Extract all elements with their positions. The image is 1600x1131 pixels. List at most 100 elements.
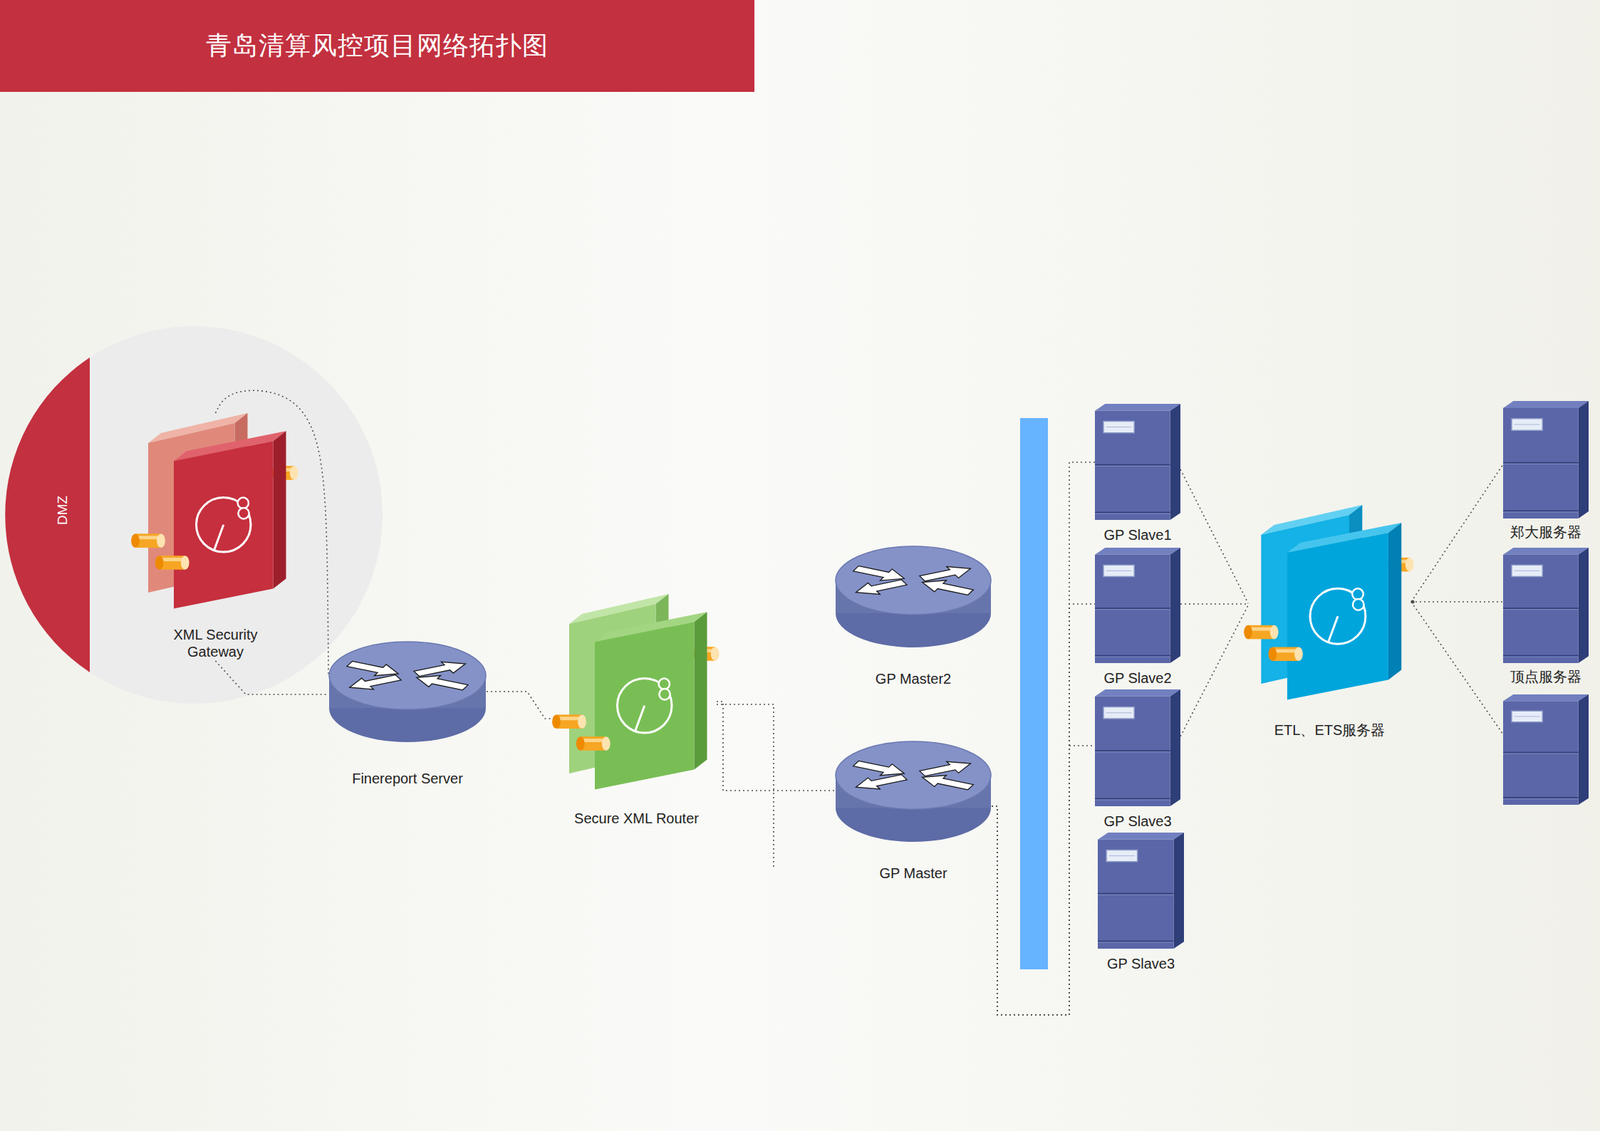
server-top [1094,403,1181,412]
router-node: GP Master2 [834,545,992,689]
server-groove [1097,941,1174,943]
pin-end [289,465,299,481]
gauge-needle [634,705,644,732]
pin-end [1405,557,1415,573]
server-node: GP Slave3 [1094,689,1181,831]
server-groove-light [1503,609,1579,610]
server-groove [1503,607,1579,610]
pin-end [601,736,611,751]
server-groove [1503,510,1579,512]
server-groove-light [1503,753,1579,755]
server-front [1097,839,1174,949]
router-top [329,641,486,710]
router-node: Finereport Server [328,641,487,788]
server-panel [1103,564,1135,577]
server-panel-line [1109,855,1135,857]
server-front [1503,554,1579,664]
router-arrow [849,771,911,793]
server-node: 郑大服务器 [1503,401,1589,542]
gauge-knob [1352,599,1365,611]
slab-icon [556,594,717,794]
router-icon [328,641,487,744]
server-groove [1094,798,1171,800]
router-arrow [849,757,911,780]
server-symbol [1503,694,1589,805]
pin-end [156,533,166,548]
server-node: GP Slave1 [1094,403,1181,545]
server-panel [1511,418,1543,431]
bus-bar [1020,418,1048,970]
gauge-needle [1327,616,1338,643]
server-groove [1097,893,1174,895]
device-label: GP Slave2 [1102,668,1173,688]
pin-end [1270,625,1279,640]
pin-tip [1243,625,1253,640]
server-groove [1503,462,1579,464]
router-arrow [410,671,471,694]
gauge-ring [196,497,252,553]
pin-tip [155,555,164,570]
gauge-knob [237,507,249,519]
server-side [1578,694,1589,805]
server-groove-light [1503,798,1579,800]
dotted-connector [716,701,835,791]
server-panel [1103,421,1135,433]
router-arrow [916,771,977,793]
server-groove-light [1503,511,1579,513]
server-groove-light [1503,656,1579,658]
router-arrow [916,562,977,585]
device-label: GP Slave3 [1102,812,1173,831]
server-icon [1094,403,1181,521]
router-arrow [410,658,471,680]
server-groove [1503,797,1579,799]
server-front [1503,408,1579,519]
server-panel [1511,564,1543,577]
server-panel [1103,707,1135,719]
server-icon [1094,547,1181,664]
gauge-ring [1310,588,1366,644]
server-node: GP Slave3 [1097,832,1184,974]
server-icon [1503,401,1589,519]
dotted-connector [991,745,1095,1016]
device-label: XML Security Gateway [160,625,271,662]
server-groove-light [1094,609,1171,610]
slab-front [594,621,695,790]
dotted-connector [1180,469,1249,604]
device-label: Secure XML Router [572,809,701,828]
title-text: 青岛清算风控项目网络拓扑图 [205,28,549,64]
dmz-band [4,357,90,673]
router-top [835,741,991,810]
security-gateway: XML Security Gateway [135,413,296,662]
router-arrow [849,577,911,599]
server-groove-light [1097,942,1174,944]
pin-end [577,714,587,729]
server-top [1503,401,1589,409]
server-side [1170,547,1181,664]
dotted-wire [1411,601,1504,735]
server-side [1173,832,1184,949]
server-top [1094,689,1181,697]
server-groove-light [1094,465,1171,467]
dotted-wire [716,704,774,868]
server-icon [1094,689,1181,807]
server-node: GP Slave2 [1094,547,1181,688]
device-label: ETL、ETS服务器 [1273,720,1387,740]
server-groove-light [1097,894,1174,896]
gauge-knob [237,497,249,509]
server-groove [1503,752,1579,754]
gauge-knob [658,678,670,690]
server-icon [1097,832,1184,949]
dotted-connector [1180,603,1249,605]
slab-front [1287,532,1389,700]
server-panel-line [1514,570,1541,572]
router-arrows [343,658,471,694]
server-groove-light [1094,751,1171,753]
server-groove [1094,655,1171,657]
slab-side [694,611,708,770]
pin-end [710,646,720,662]
router-icon [834,740,992,843]
server-groove-light [1094,513,1171,515]
router-arrow [849,562,911,585]
pin-tip [1268,646,1277,662]
server-panel-line [1106,712,1132,714]
